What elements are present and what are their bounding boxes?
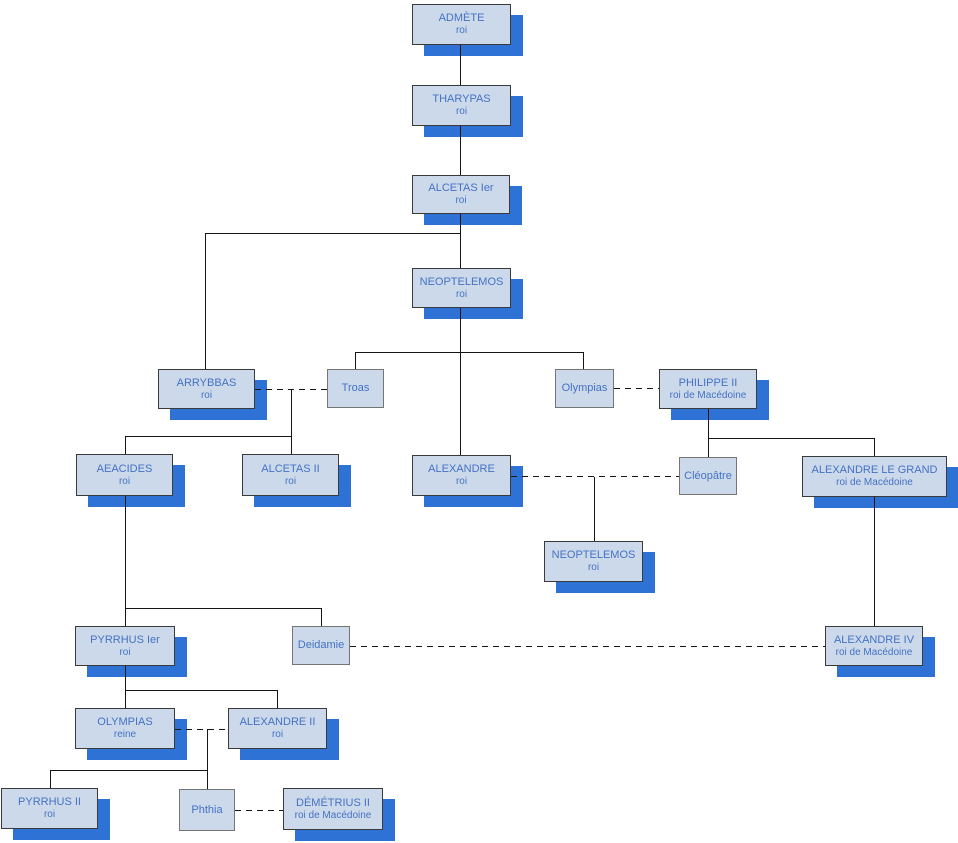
marriage-line bbox=[614, 388, 659, 389]
connector-line bbox=[277, 690, 278, 708]
node-subtitle: roi bbox=[455, 25, 468, 36]
node-title: ALEXANDRE LE GRAND bbox=[811, 464, 938, 476]
connector-line bbox=[125, 496, 126, 626]
marriage-line bbox=[350, 646, 825, 647]
node-troas[interactable]: Troas bbox=[327, 369, 384, 408]
node-title: ARRYBBAS bbox=[176, 376, 237, 389]
node-phthia[interactable]: Phthia bbox=[179, 789, 235, 831]
connector-line bbox=[460, 308, 461, 455]
connector-line bbox=[460, 126, 461, 175]
connector-line bbox=[125, 666, 126, 708]
connector-line bbox=[594, 477, 595, 541]
connector-line bbox=[708, 409, 709, 457]
node-title: THARYPAS bbox=[432, 93, 491, 105]
connector-line bbox=[205, 233, 206, 369]
node-subtitle: roi bbox=[43, 809, 56, 820]
node-subtitle: roi bbox=[284, 475, 297, 487]
connector-line bbox=[207, 729, 208, 789]
marriage-line bbox=[255, 389, 327, 390]
connector-line bbox=[355, 352, 356, 369]
node-title: ALCETAS Ier bbox=[428, 182, 494, 194]
node-deidamie[interactable]: Deidamie bbox=[292, 626, 350, 665]
node-title: PHILIPPE II bbox=[678, 376, 738, 389]
node-title: AEACIDES bbox=[96, 462, 153, 475]
node-title: Olympias bbox=[561, 382, 608, 394]
node-title: Phthia bbox=[191, 803, 223, 816]
connector-line bbox=[321, 608, 322, 626]
node-title: Troas bbox=[341, 382, 370, 394]
marriage-line bbox=[235, 810, 283, 811]
node-title: OLYMPIAS bbox=[97, 716, 153, 728]
node-subtitle: roi de Macédoine bbox=[669, 389, 747, 401]
marriage-line bbox=[511, 476, 679, 477]
node-title: Deidamie bbox=[297, 639, 345, 651]
node-title: NEOPTELEMOS bbox=[551, 549, 636, 561]
connector-line bbox=[874, 497, 875, 626]
connector-line bbox=[460, 214, 461, 268]
connector-line bbox=[708, 438, 874, 439]
node-subtitle: roi de Macédoine bbox=[835, 646, 913, 658]
connector-line bbox=[355, 352, 583, 353]
node-title: ALEXANDRE II bbox=[239, 716, 316, 728]
node-title: ALEXANDRE IV bbox=[833, 633, 915, 646]
connector-line bbox=[460, 45, 461, 85]
connector-line bbox=[125, 690, 277, 691]
connector-line bbox=[291, 390, 292, 454]
node-title: DÉMÉTRIUS II bbox=[296, 796, 370, 809]
node-title: ALEXANDRE bbox=[428, 463, 495, 475]
connector-line bbox=[125, 436, 291, 437]
node-title: Cléopâtre bbox=[684, 469, 732, 482]
node-olympias-1[interactable]: Olympias bbox=[555, 369, 614, 408]
connector-line bbox=[583, 352, 584, 369]
node-title: NEOPTELEMOS bbox=[419, 275, 504, 288]
connector-line bbox=[50, 770, 207, 771]
node-subtitle: roi bbox=[200, 389, 213, 401]
node-subtitle: roi bbox=[118, 475, 131, 487]
node-title: ADMÈTE bbox=[438, 12, 485, 24]
connector-line bbox=[125, 608, 321, 609]
node-cleopatre[interactable]: Cléopâtre bbox=[679, 457, 737, 495]
node-subtitle: roi bbox=[455, 106, 468, 117]
node-subtitle: roi bbox=[455, 476, 468, 487]
node-subtitle: roi bbox=[271, 729, 284, 740]
node-subtitle: roi bbox=[587, 562, 600, 573]
node-subtitle: roi bbox=[119, 646, 131, 658]
node-subtitle: roi de Macédoine bbox=[836, 477, 913, 488]
connector-line bbox=[125, 436, 126, 454]
node-subtitle: roi bbox=[455, 288, 468, 300]
node-subtitle: reine bbox=[113, 729, 137, 740]
node-subtitle: roi de Macédoine bbox=[294, 809, 372, 821]
node-title: PYRRHUS Ier bbox=[90, 633, 160, 646]
connector-line bbox=[205, 233, 461, 234]
node-subtitle: roi bbox=[455, 195, 467, 206]
connector-line bbox=[50, 770, 51, 788]
connector-line bbox=[874, 438, 875, 456]
marriage-line bbox=[175, 729, 228, 730]
node-title: ALCETAS II bbox=[261, 462, 320, 475]
node-title: PYRRHUS II bbox=[18, 796, 81, 808]
